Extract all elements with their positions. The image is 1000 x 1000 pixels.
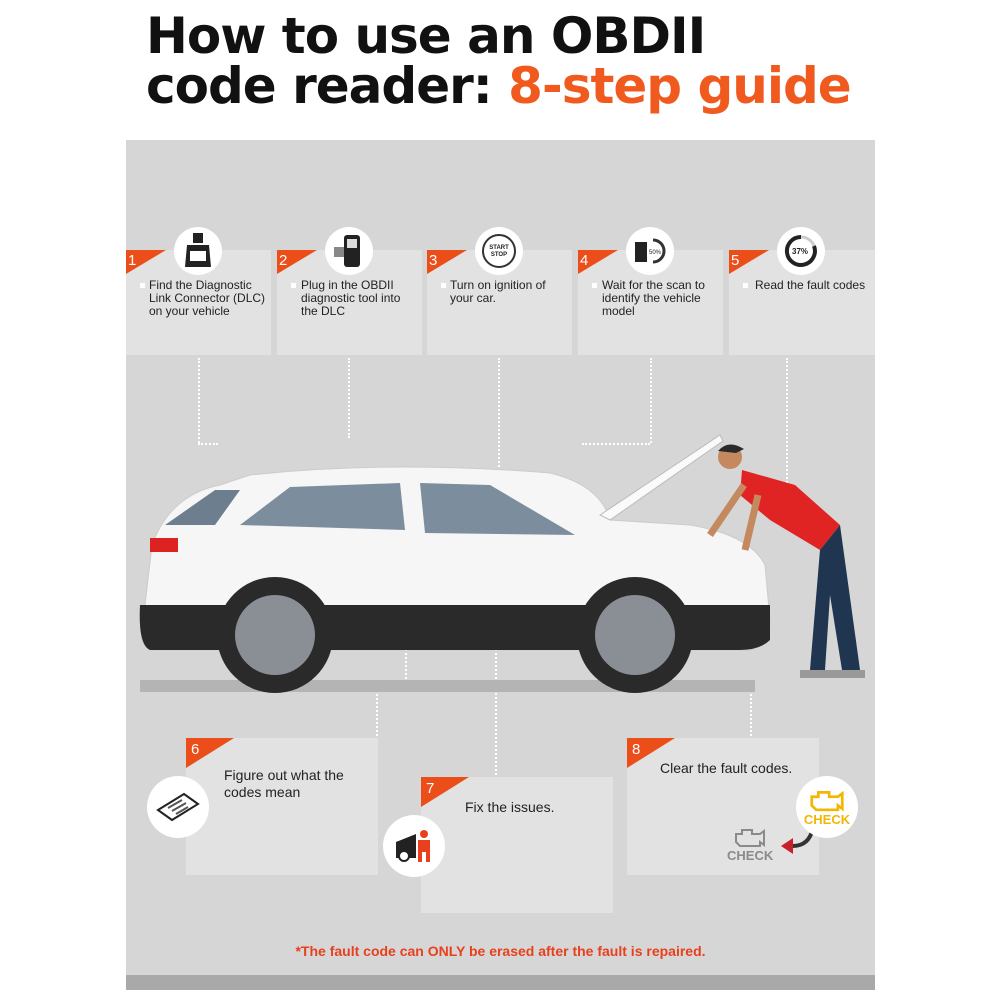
- footnote: *The fault code can ONLY be erased after…: [295, 943, 706, 959]
- step-number: 6: [191, 741, 200, 758]
- car-scan-icon: 50%: [626, 227, 674, 275]
- step-text: Wait for the scan to identify the vehicl…: [602, 278, 705, 318]
- step-number-badge: [421, 777, 469, 807]
- scanner-tool-icon: [325, 227, 373, 275]
- step-number-badge: [186, 738, 234, 768]
- connector: [650, 358, 652, 443]
- step-number: 8: [632, 741, 641, 758]
- icon-label: STOP: [490, 252, 508, 258]
- open-hood: [599, 434, 724, 521]
- step-number: 2: [279, 252, 288, 269]
- step-text: Turn on ignition of your car.: [450, 278, 546, 305]
- connector: [376, 690, 378, 740]
- rear-window: [165, 490, 240, 525]
- check-label-lit: CHECK: [803, 811, 851, 827]
- connector: [750, 690, 752, 740]
- connector: [582, 443, 650, 445]
- bullet: [743, 283, 748, 288]
- bullet: [441, 283, 446, 288]
- connector: [198, 443, 218, 445]
- progress-icon: 37%: [777, 227, 825, 275]
- rear-side-window: [240, 483, 405, 530]
- step-text: Figure out what the codes mean: [224, 767, 344, 800]
- step-number: 3: [429, 252, 438, 269]
- title-line-2: code reader: 8-step guide: [146, 56, 852, 116]
- clipboard-icon: [147, 776, 209, 838]
- check-engine-icon: CHECK: [796, 776, 858, 838]
- step-number: 7: [426, 780, 435, 797]
- connector: [786, 358, 788, 498]
- step-text: Read the fault codes: [755, 278, 866, 292]
- bullet: [140, 283, 145, 288]
- car-illustration: [139, 434, 865, 693]
- bullet: [291, 283, 296, 288]
- step-number: 5: [731, 252, 740, 269]
- shoe: [830, 670, 865, 678]
- icon-label: 37%: [792, 247, 808, 256]
- mechanic-shirt: [740, 470, 840, 550]
- step-number: 1: [128, 252, 137, 269]
- step-text: Fix the issues.: [465, 799, 555, 815]
- connector: [498, 358, 500, 478]
- bullet: [592, 283, 597, 288]
- step-card-6: 6 Figure out what the codes mean: [186, 738, 378, 875]
- tail-light: [150, 538, 178, 552]
- check-label: CHECK: [727, 848, 774, 863]
- step-number-badge: [627, 738, 675, 768]
- icon-label: 50%: [649, 250, 662, 256]
- front-rim: [595, 595, 675, 675]
- step-card-5: 5 Read the fault codes: [729, 250, 875, 355]
- mechanic-icon: [383, 815, 445, 877]
- step-number: 4: [580, 252, 589, 269]
- title-prefix: code reader:: [146, 57, 509, 115]
- step-number-badge: [729, 250, 769, 274]
- bottom-strip: [126, 975, 875, 990]
- check-engine-off: CHECK: [727, 826, 773, 863]
- shoe: [800, 670, 835, 678]
- step-number-badge: [578, 250, 618, 274]
- step-card-7: 7 Fix the issues.: [421, 777, 613, 913]
- rear-rim: [235, 595, 315, 675]
- step-card-8: 8 Clear the fault codes. CHECK: [627, 738, 819, 875]
- step-number-badge: [427, 250, 467, 274]
- icon-label: START: [489, 245, 509, 251]
- obd-connector-icon: [174, 227, 222, 275]
- title-line-1: How to use an OBDII: [146, 7, 706, 65]
- front-side-window: [420, 483, 575, 535]
- connector: [348, 358, 350, 438]
- step-number-badge: [126, 250, 166, 274]
- step-text: Clear the fault codes.: [660, 760, 793, 776]
- front-bumper: [735, 610, 770, 635]
- title-accent: 8-step guide: [508, 57, 852, 115]
- mechanic-arms: [707, 483, 762, 551]
- step-text: Plug in the OBDII diagnostic tool into t…: [301, 278, 401, 318]
- mechanic-hair: [718, 444, 744, 453]
- connector: [495, 630, 497, 775]
- step-number-badge: [277, 250, 317, 274]
- mechanic-pants: [810, 525, 860, 670]
- step-text: Find the Diagnostic Link Connector (DLC)…: [149, 278, 266, 318]
- connector: [198, 358, 200, 443]
